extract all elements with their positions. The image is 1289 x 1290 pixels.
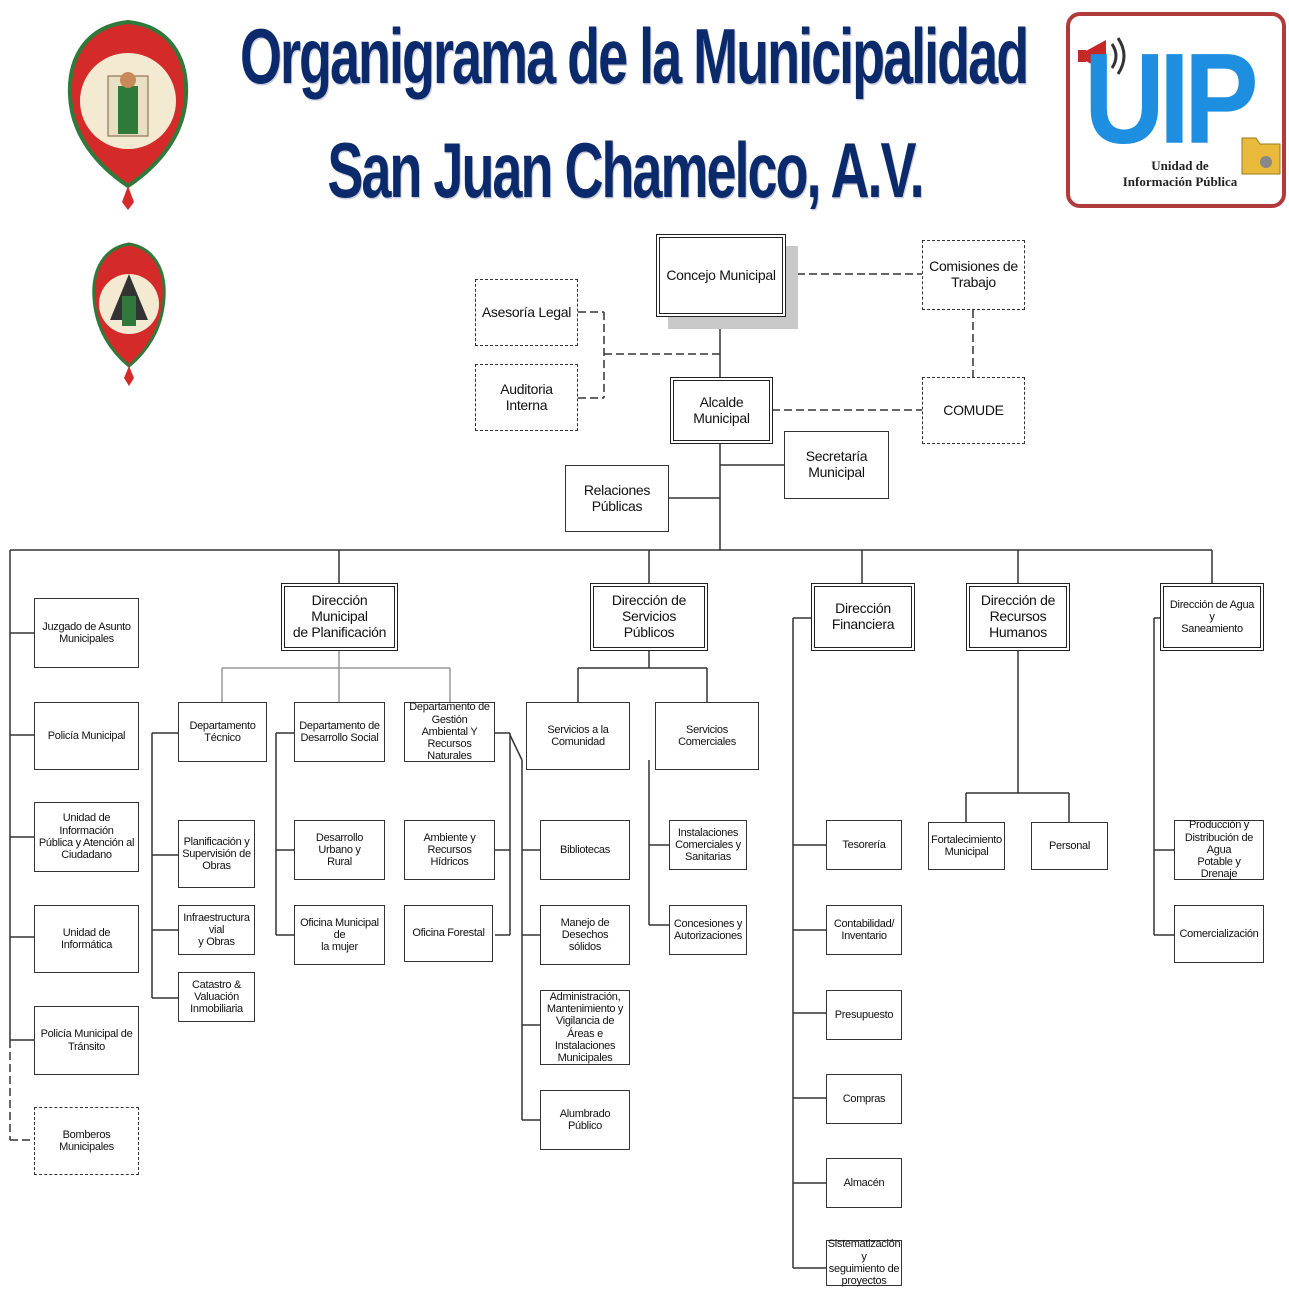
box-juzgado-asuntos-municipales: Juzgado de Asunto Municipales: [34, 598, 139, 668]
box-departamento-tecnico: Departamento Técnico: [178, 702, 267, 762]
box-asesoria-legal: Asesoría Legal: [475, 279, 578, 346]
box-direccion-financiera: Dirección Financiera: [811, 583, 915, 651]
box-auditoria-interna: Auditoria Interna: [475, 364, 578, 431]
megaphone-icon: [1078, 37, 1126, 75]
box-contabilidad-inventario: Contabilidad/ Inventario: [826, 905, 902, 955]
box-presupuesto: Presupuesto: [826, 990, 902, 1040]
box-comude: COMUDE: [922, 377, 1025, 444]
box-instalaciones-comerciales: Instalaciones Comerciales y Sanitarias: [669, 820, 747, 870]
box-comisiones-trabajo: Comisiones de Trabajo: [922, 240, 1025, 310]
box-concesiones-autorizaciones: Concesiones y Autorizaciones: [669, 905, 747, 955]
uip-subtitle: Unidad de Información Pública: [1122, 158, 1238, 189]
box-unidad-informatica: Unidad de Informática: [34, 905, 139, 973]
municipal-seal-small-logo: [92, 242, 166, 386]
box-infraestructura-vial: Infraestructura vial y Obras: [178, 905, 255, 955]
box-bomberos-municipales: Bomberos Municipales: [34, 1107, 139, 1175]
box-tesoreria: Tesorería: [826, 820, 902, 870]
box-administracion-areas: Administración, Mantenimiento y Vigilanc…: [540, 990, 630, 1065]
box-oficina-municipal-mujer: Oficina Municipal de la mujer: [294, 905, 385, 965]
box-relaciones-publicas: Relaciones Públicas: [565, 465, 669, 532]
box-sistematizacion-proyectos: Sistematización y seguimiento de proyect…: [826, 1238, 902, 1288]
box-oficina-forestal: Oficina Forestal: [404, 905, 493, 962]
box-catastro-valuacion: Catastro & Valuación Inmobiliaria: [178, 972, 255, 1022]
box-manejo-desechos: Manejo de Desechos sólidos: [540, 905, 630, 965]
box-alcalde-municipal: Alcalde Municipal: [670, 377, 773, 444]
box-policia-municipal: Policía Municipal: [34, 702, 139, 770]
box-ambiente-recursos-hidricos: Ambiente y Recursos Hídricos: [404, 820, 495, 880]
box-departamento-desarrollo-social: Departamento de Desarrollo Social: [294, 702, 385, 762]
box-alumbrado-publico: Alumbrado Público: [540, 1090, 630, 1150]
box-servicios-comunidad: Servicios a la Comunidad: [526, 702, 630, 770]
uip-logo: UIP Unidad de Información Pública: [1066, 12, 1286, 208]
uip-letters: UIP: [1084, 26, 1259, 171]
box-produccion-distribucion-agua: Producción y Distribución de Agua Potabl…: [1174, 819, 1264, 880]
box-policia-transito: Policía Municipal de Tránsito: [34, 1006, 139, 1075]
box-direccion-planificacion: Dirección Municipal de Planificación: [281, 583, 398, 651]
folder-icon: [1241, 137, 1281, 175]
municipal-seal-logo: [67, 19, 189, 210]
title-line-1: Organigrama de la Municipalidad: [240, 13, 1029, 101]
box-servicios-comerciales: Servicios Comerciales: [655, 702, 759, 770]
box-secretaria-municipal: Secretaría Municipal: [784, 431, 889, 499]
box-unidad-informacion-publica: Unidad de Información Pública y Atención…: [34, 802, 139, 872]
box-concejo-municipal: Concejo Municipal: [656, 234, 786, 317]
box-departamento-gestion-ambiental: Departamento de Gestión Ambiental Y Recu…: [404, 701, 495, 762]
box-bibliotecas: Bibliotecas: [540, 820, 630, 880]
box-almacen: Almacén: [826, 1158, 902, 1208]
box-desarrollo-urbano-rural: Desarrollo Urbano y Rural: [294, 820, 385, 880]
box-direccion-recursos-humanos: Dirección de Recursos Humanos: [966, 583, 1070, 651]
box-direccion-agua-saneamiento: Dirección de Agua y Saneamiento: [1160, 583, 1264, 651]
box-planificacion-supervision-obras: Planificación y Supervisión de Obras: [178, 820, 255, 888]
box-direccion-servicios-publicos: Dirección de Servicios Públicos: [590, 583, 708, 651]
box-fortalecimiento-municipal: Fortalecimiento Municipal: [928, 822, 1005, 870]
title-line-2: San Juan Chamelco, A.V.: [327, 127, 924, 215]
box-comercializacion: Comercialización: [1174, 905, 1264, 963]
box-compras: Compras: [826, 1074, 902, 1124]
box-personal: Personal: [1031, 822, 1108, 870]
